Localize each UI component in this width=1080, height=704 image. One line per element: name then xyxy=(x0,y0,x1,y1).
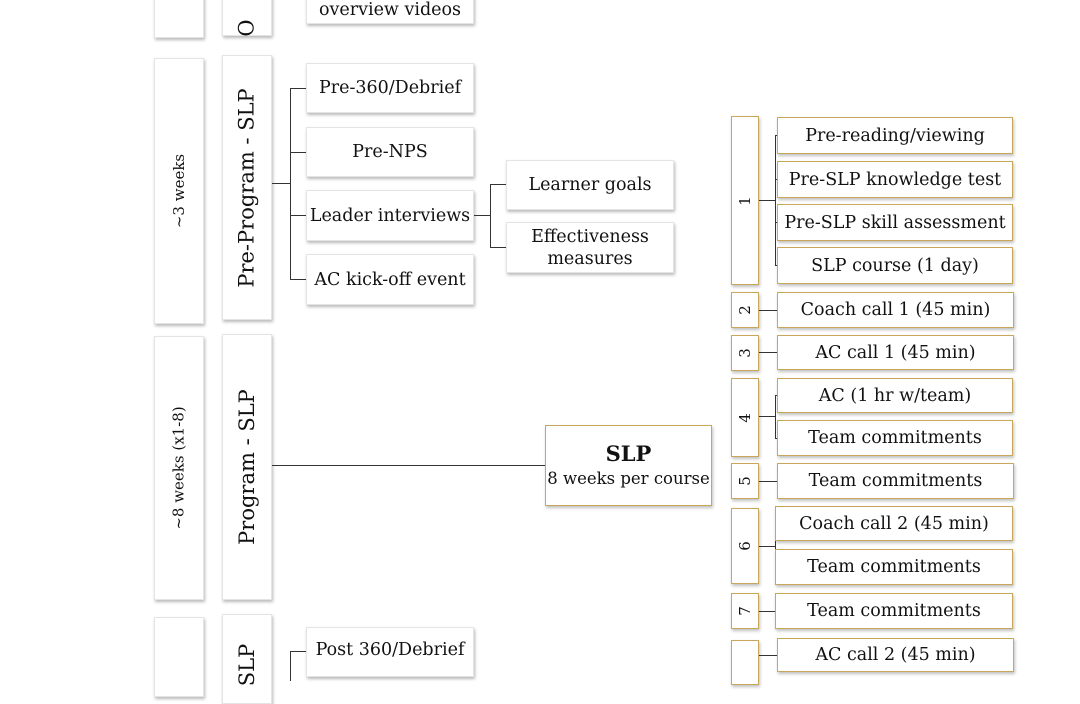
connector xyxy=(290,152,306,153)
connector xyxy=(775,135,776,265)
connector xyxy=(759,546,775,547)
post-program-duration-column xyxy=(154,617,204,697)
connector xyxy=(490,184,491,247)
week-5-number: 5 xyxy=(735,476,754,486)
ac-call-2-box: AC call 2 (45 min) xyxy=(777,638,1014,672)
top-phase-column: O xyxy=(222,0,272,37)
connector xyxy=(759,310,777,311)
connector xyxy=(775,135,777,136)
ac-1hr-team-box: AC (1 hr w/team) xyxy=(777,378,1013,413)
connector xyxy=(759,352,777,353)
learner-goals-box: Learner goals xyxy=(506,160,674,210)
effectiveness-measures-box: Effectiveness measures xyxy=(506,222,674,273)
program-phase-column: Program - SLP xyxy=(222,334,272,600)
top-duration-column xyxy=(154,0,204,38)
week-1-number: 1 xyxy=(735,195,754,206)
week-5-tab: 5 xyxy=(731,463,759,499)
program-duration-column: ~8 weeks (x1-8) xyxy=(154,336,204,600)
week-7-number: 7 xyxy=(735,606,754,616)
week-3-tab: 3 xyxy=(731,335,759,371)
ac-kickoff-event-box: AC kick-off event xyxy=(306,254,474,305)
connector xyxy=(775,395,777,396)
connector xyxy=(775,222,777,223)
connector xyxy=(272,183,290,184)
post-program-phase-column: SLP xyxy=(222,614,272,704)
week-8-tab xyxy=(731,640,759,685)
pre-program-duration-column: ~3 weeks xyxy=(154,58,204,324)
connector xyxy=(759,481,777,482)
overview-videos-box: overview videos xyxy=(306,0,474,24)
connector xyxy=(290,88,306,89)
pre-reading-viewing-box: Pre-reading/viewing xyxy=(777,117,1013,154)
post-360-debrief-box: Post 360/Debrief xyxy=(306,627,474,677)
connector xyxy=(759,200,775,201)
team-commitments-week4-box: Team commitments xyxy=(777,420,1013,456)
post-program-phase-label: SLP xyxy=(235,643,259,687)
program-duration: ~8 weeks (x1-8) xyxy=(170,406,189,530)
connector xyxy=(290,651,306,652)
coach-call-1-box: Coach call 1 (45 min) xyxy=(777,292,1014,328)
pre-slp-skill-assessment-box: Pre-SLP skill assessment xyxy=(777,204,1013,241)
connector xyxy=(290,651,291,681)
connector xyxy=(775,179,777,180)
pre-program-phase-column: Pre-Program - SLP xyxy=(222,55,272,320)
connector xyxy=(759,655,777,656)
slp-course-box: SLP 8 weeks per course xyxy=(545,425,712,506)
connector xyxy=(490,247,506,248)
ac-call-1-box: AC call 1 (45 min) xyxy=(777,335,1014,370)
connector xyxy=(290,215,306,216)
week-2-number: 2 xyxy=(735,305,754,315)
week-4-number: 4 xyxy=(735,412,754,423)
week-6-number: 6 xyxy=(735,541,754,551)
connector xyxy=(474,215,490,216)
connector xyxy=(759,416,775,417)
coach-call-2-box: Coach call 2 (45 min) xyxy=(775,506,1013,541)
connector xyxy=(490,184,506,185)
pre-nps-box: Pre-NPS xyxy=(306,127,474,177)
leader-interviews-box: Leader interviews xyxy=(306,190,474,241)
team-commitments-week6-box: Team commitments xyxy=(775,549,1013,585)
connector xyxy=(290,88,291,279)
week-3-number: 3 xyxy=(735,348,754,358)
week-6-tab: 6 xyxy=(731,508,759,584)
slp-subtitle: 8 weeks per course xyxy=(547,468,710,488)
slp-title: SLP xyxy=(605,440,652,466)
connector xyxy=(290,279,306,280)
connector xyxy=(775,438,777,439)
connector xyxy=(775,395,776,438)
pre-slp-knowledge-test-box: Pre-SLP knowledge test xyxy=(777,161,1013,198)
week-1-tab: 1 xyxy=(731,116,759,285)
program-phase-label: Program - SLP xyxy=(235,389,260,545)
connector xyxy=(759,611,777,612)
connector xyxy=(272,465,545,466)
team-commitments-week7-box: Team commitments xyxy=(775,593,1013,629)
connector xyxy=(775,524,776,567)
connector xyxy=(775,265,777,266)
top-phase-label: O xyxy=(235,19,259,37)
pre-360-debrief-box: Pre-360/Debrief xyxy=(306,63,474,113)
week-4-tab: 4 xyxy=(731,378,759,457)
week-7-tab: 7 xyxy=(731,593,759,629)
week-2-tab: 2 xyxy=(731,292,759,328)
pre-program-duration: ~3 weeks xyxy=(170,153,189,229)
pre-program-phase-label: Pre-Program - SLP xyxy=(235,87,260,288)
slp-course-1-day-box: SLP course (1 day) xyxy=(777,247,1013,284)
team-commitments-week5-box: Team commitments xyxy=(777,463,1014,499)
